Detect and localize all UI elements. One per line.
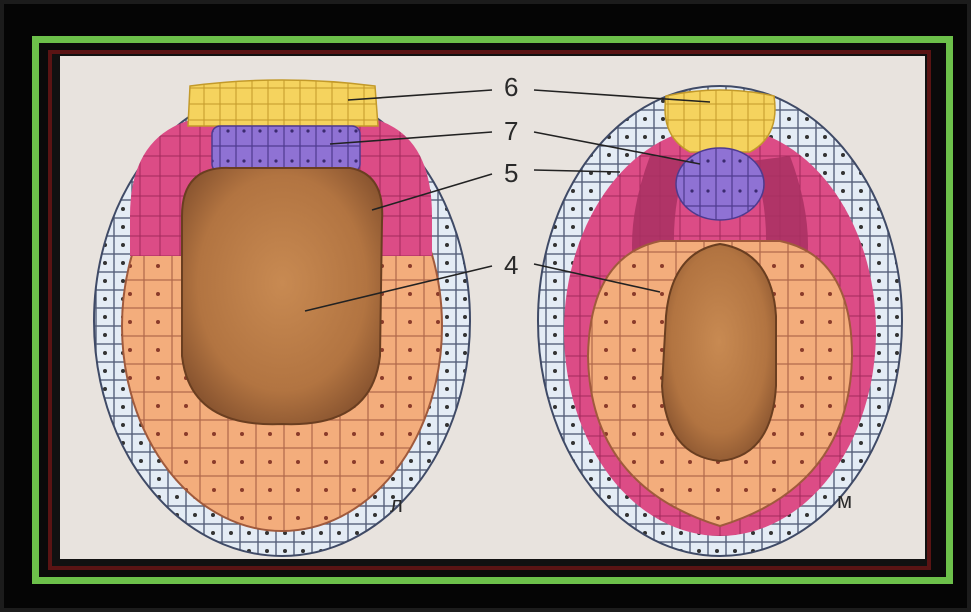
panel-label-right: м	[837, 490, 852, 512]
left-neural-plate	[212, 126, 360, 172]
left-chorda	[188, 80, 378, 126]
right-yolk-cavity	[662, 244, 776, 461]
label-4: 4	[504, 252, 518, 278]
label-5: 5	[504, 160, 518, 186]
embryo-diagram	[60, 56, 925, 559]
right-embryo	[538, 86, 902, 556]
label-6: 6	[504, 74, 518, 100]
right-neural-tube	[676, 148, 764, 220]
diagram-paper: 6 7 5 4 л м	[60, 56, 925, 559]
left-embryo	[94, 80, 470, 556]
panel-label-left: л	[390, 494, 403, 516]
left-yolk-cavity	[182, 168, 382, 424]
label-7: 7	[504, 118, 518, 144]
